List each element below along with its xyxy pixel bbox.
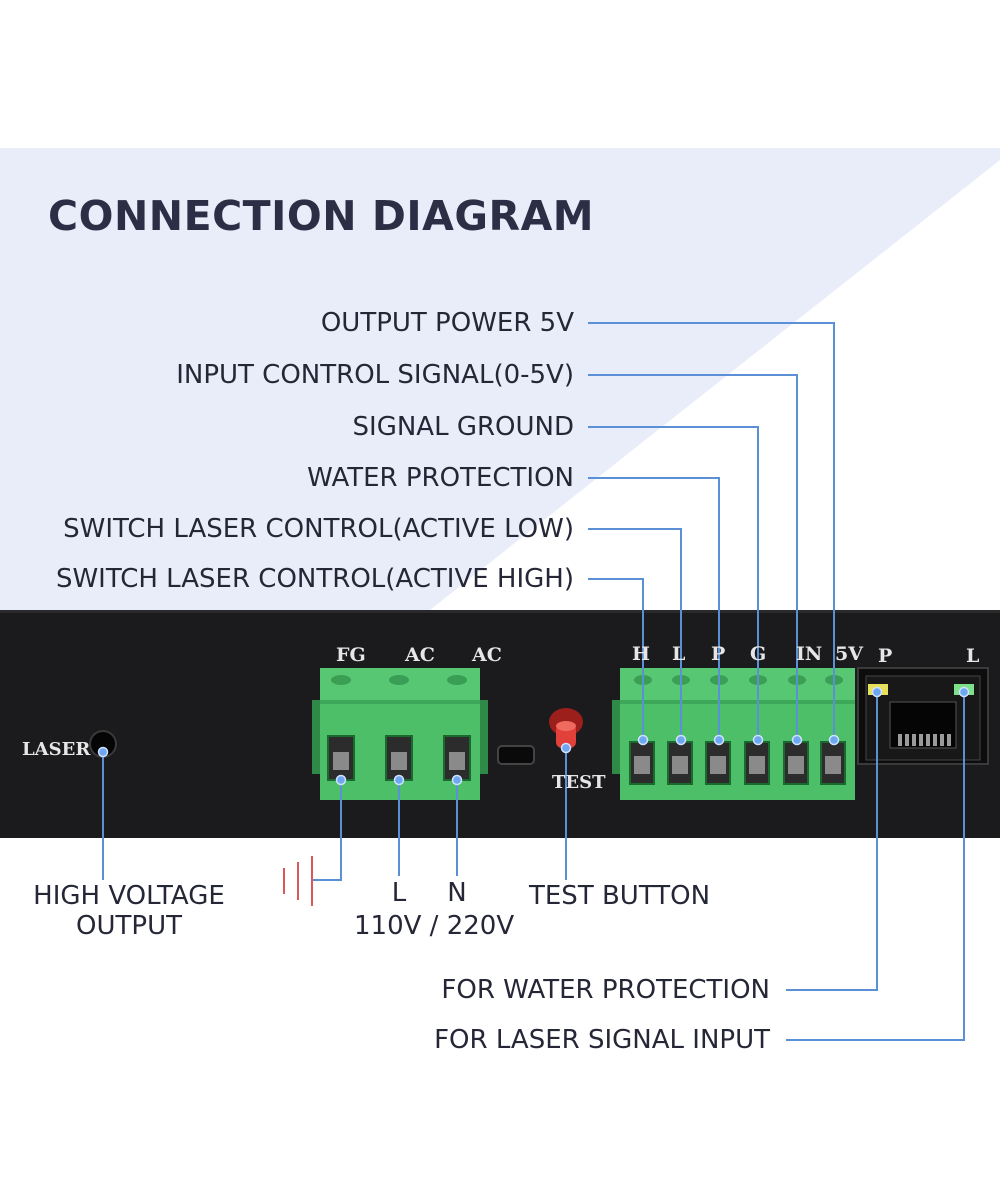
label-input-control-signal: INPUT CONTROL SIGNAL(0-5V) — [176, 360, 574, 390]
leader-fg-ground — [312, 780, 342, 881]
terminal-label-fg: FG — [336, 644, 366, 666]
leader-signal-ground — [588, 426, 759, 740]
dot-in — [791, 734, 803, 746]
dot-l — [675, 734, 687, 746]
leader-output-power-5v — [588, 322, 835, 740]
label-voltage: 110V / 220V — [354, 911, 515, 941]
rj45-label-p: P — [878, 645, 893, 667]
dot-laser — [97, 746, 109, 758]
dot-p — [713, 734, 725, 746]
label-test-button: TEST BUTTON — [529, 881, 711, 911]
label-for-water-protection: FOR WATER PROTECTION — [441, 975, 770, 1005]
terminal-label-g: G — [750, 643, 767, 665]
ground-symbol — [283, 856, 313, 906]
label-for-laser-signal-input: FOR LASER SIGNAL INPUT — [434, 1025, 770, 1055]
dot-ac-n — [451, 774, 463, 786]
top-leader-lines — [588, 322, 835, 740]
label-water-protection: WATER PROTECTION — [307, 463, 574, 493]
label-signal-ground: SIGNAL GROUND — [352, 412, 574, 442]
connection-dots — [97, 686, 970, 786]
leader-switch-active-low — [588, 528, 682, 740]
label-l: L — [391, 878, 407, 908]
terminal-label-5v: 5V — [835, 643, 863, 665]
terminal-label-ac-1: AC — [405, 644, 435, 666]
test-button-graphic — [549, 708, 583, 748]
leader-water-protection — [588, 477, 720, 740]
dot-test — [560, 742, 572, 754]
dot-ac-l — [393, 774, 405, 786]
terminal-label-l: L — [672, 643, 686, 665]
dot-5v — [828, 734, 840, 746]
leader-input-control-signal — [588, 374, 798, 740]
rj45-label-l: L — [966, 645, 980, 667]
panel-test-label: TEST — [552, 772, 606, 793]
terminal-label-p: P — [711, 643, 726, 665]
leader-laser-signal-rj45 — [786, 692, 965, 1041]
label-n: N — [447, 878, 467, 908]
diagram-title: CONNECTION DIAGRAM — [48, 192, 595, 240]
dot-h — [637, 734, 649, 746]
dot-rj45-p — [871, 686, 883, 698]
label-high-voltage-line2: OUTPUT — [76, 911, 182, 941]
leader-switch-active-high — [588, 578, 644, 740]
bottom-leader-lines — [102, 692, 965, 1041]
dot-g — [752, 734, 764, 746]
panel-top-edge — [0, 610, 1000, 613]
dot-fg — [335, 774, 347, 786]
dot-rj45-l — [958, 686, 970, 698]
label-high-voltage-line1: HIGH VOLTAGE — [33, 881, 225, 911]
label-switch-laser-active-low: SWITCH LASER CONTROL(ACTIVE LOW) — [63, 514, 574, 544]
signal-terminal-block — [612, 668, 855, 800]
terminal-label-h: H — [632, 643, 650, 665]
label-output-power-5v: OUTPUT POWER 5V — [320, 308, 574, 338]
terminal-label-in: IN — [796, 643, 823, 665]
fuse-holder — [497, 745, 535, 765]
label-switch-laser-active-high: SWITCH LASER CONTROL(ACTIVE HIGH) — [55, 564, 574, 594]
terminal-label-ac-2: AC — [472, 644, 502, 666]
panel-laser-label: LASER — [22, 739, 91, 760]
background-band — [0, 148, 1000, 610]
leader-water-protection-rj45 — [786, 692, 878, 991]
